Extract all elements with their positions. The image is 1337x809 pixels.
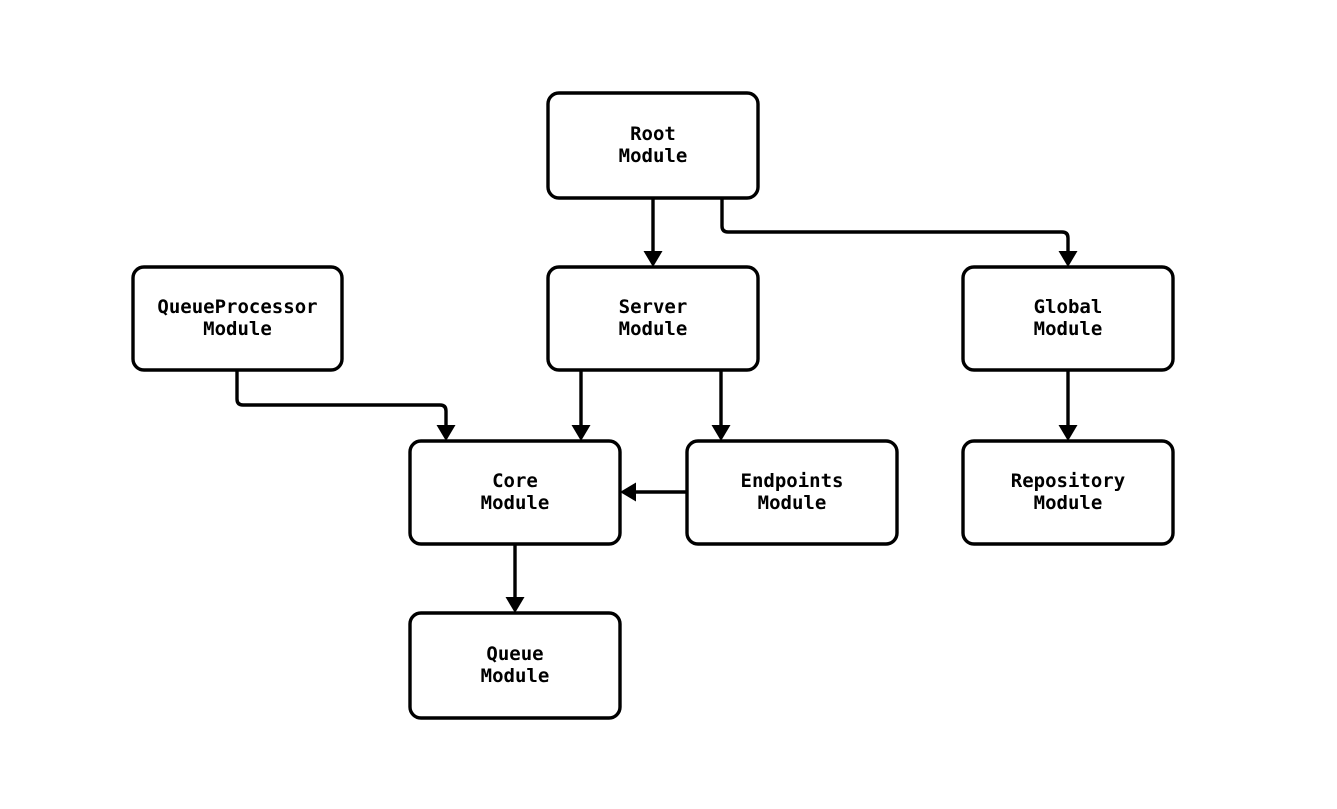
arrowhead-icon (620, 482, 636, 502)
node-label-line1: Global (1034, 296, 1103, 318)
node-box[interactable] (408, 611, 622, 720)
node-label-line1: Queue (486, 643, 543, 665)
edge-line (720, 198, 1070, 252)
edges-layer: Root Module depends on Server Module Root… (235, 198, 1078, 613)
node-label-line2: Module (1034, 318, 1103, 340)
node-box[interactable] (685, 439, 899, 546)
edge-server-to-core: Server Module depends on Core Module (571, 370, 591, 441)
node-label-line2: Module (758, 492, 827, 514)
edge-line (235, 370, 448, 426)
node-label-line2: Module (619, 145, 688, 167)
edge-global-to-repository: Global Module depends on Repository Modu… (1058, 370, 1078, 441)
node-box[interactable] (961, 439, 1175, 546)
node-box[interactable] (961, 265, 1175, 372)
node-box[interactable] (408, 439, 622, 546)
node-label-line2: Module (481, 492, 550, 514)
edge-root-to-global: Root Module depends on Global Module (720, 198, 1078, 267)
arrowhead-icon (505, 597, 525, 613)
arrowhead-icon (571, 425, 591, 441)
nodes-layer: RootModuleQueueProcessorModuleServerModu… (131, 91, 1175, 720)
arrowhead-icon (711, 425, 731, 441)
node-label-line2: Module (203, 318, 272, 340)
edge-endpoints-to-core: Endpoints Module depends on Core Module (620, 482, 687, 502)
node-label-line2: Module (1034, 492, 1103, 514)
node-label-line2: Module (481, 665, 550, 687)
node-label-line1: Repository (1011, 470, 1125, 492)
edge-root-to-server: Root Module depends on Server Module (643, 198, 663, 267)
node-box[interactable] (131, 265, 344, 372)
node-label-line1: Server (619, 296, 688, 318)
node-label-line1: Core (492, 470, 538, 492)
arrowhead-icon (436, 425, 456, 441)
arrowhead-icon (1058, 425, 1078, 441)
edge-queueprocessor-to-core: QueueProcessor Module depends on Core Mo… (235, 370, 456, 441)
node-label-line1: Root (630, 123, 676, 145)
node-label-line1: QueueProcessor (157, 296, 317, 318)
node-box[interactable] (546, 265, 760, 372)
arrowhead-icon (1058, 251, 1078, 267)
node-label-line2: Module (619, 318, 688, 340)
arrowhead-icon (643, 251, 663, 267)
edge-server-to-endpoints: Server Module depends on Endpoints Modul… (711, 370, 731, 441)
edge-core-to-queue: Core Module depends on Queue Module (505, 544, 525, 613)
node-box[interactable] (546, 91, 760, 200)
node-label-line1: Endpoints (741, 470, 844, 492)
